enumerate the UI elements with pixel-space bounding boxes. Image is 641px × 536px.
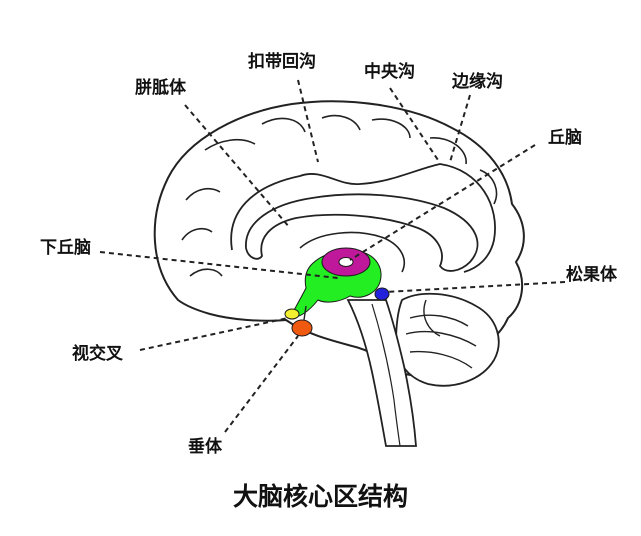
leader-central-sulcus xyxy=(389,87,439,161)
leader-optic-chiasm xyxy=(139,317,289,351)
leader-hypothalamus xyxy=(99,251,339,279)
label-thalamus: 丘脑 xyxy=(548,128,582,148)
pituitary-stalk xyxy=(303,305,307,321)
label-central-sulcus: 中央沟 xyxy=(364,62,415,82)
diagram-title: 大脑核心区结构 xyxy=(232,482,408,511)
label-hypothalamus: 下丘脑 xyxy=(40,238,91,258)
cortex-folds xyxy=(181,114,498,277)
leader-lines xyxy=(99,79,566,433)
label-corpus-callosum: 胼胝体 xyxy=(135,78,186,98)
brainstem-canal xyxy=(371,303,401,447)
label-optic-chiasm: 视交叉 xyxy=(72,344,123,364)
brainstem xyxy=(346,299,417,447)
label-cingulate-sulcus: 扣带回沟 xyxy=(248,52,316,72)
leader-thalamus xyxy=(349,144,536,261)
optic-chiasm-region xyxy=(284,308,300,320)
label-marginal-sulcus: 边缘沟 xyxy=(452,72,503,92)
thalamus-inner xyxy=(338,257,354,267)
leader-marginal-sulcus xyxy=(449,94,471,163)
cingulate-gyrus xyxy=(230,163,496,273)
pituitary-region xyxy=(291,319,313,337)
corpus-callosum xyxy=(245,193,479,272)
fornix xyxy=(299,231,406,273)
label-pituitary: 垂体 xyxy=(188,437,222,457)
leader-pineal-body xyxy=(384,281,566,293)
leader-pituitary xyxy=(224,335,299,433)
label-pineal-body: 松果体 xyxy=(566,265,617,285)
cerebellum-folia xyxy=(405,299,477,369)
pineal-body-region xyxy=(374,287,390,301)
